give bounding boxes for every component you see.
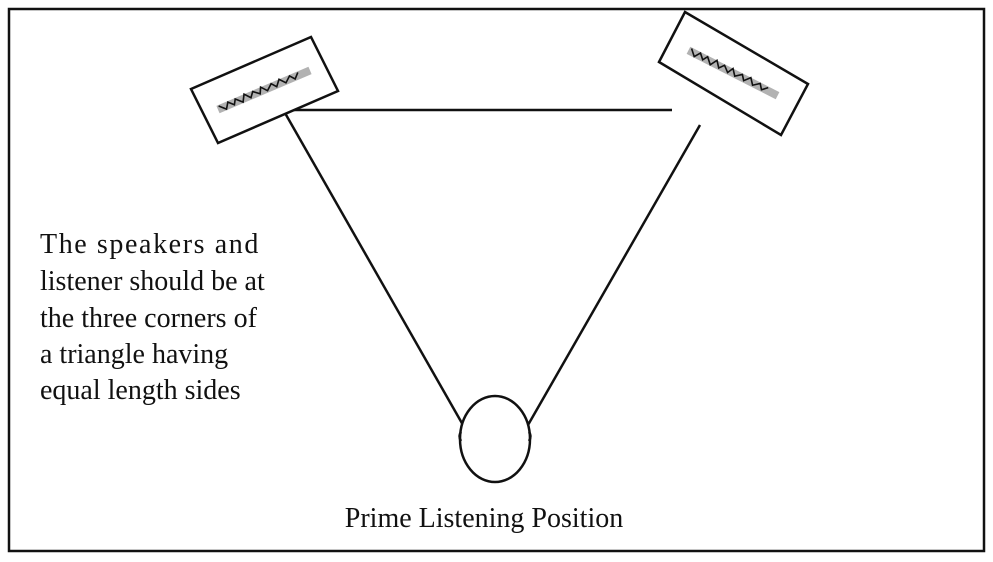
listener-head-icon — [458, 394, 532, 484]
note-line-2: listener should be at — [40, 266, 265, 297]
note-line-5: equal length sides — [40, 375, 241, 406]
right-side-line — [526, 124, 702, 426]
right-speaker-icon — [657, 10, 810, 137]
diagram-frame — [7, 7, 986, 553]
left-speaker-icon — [189, 35, 340, 145]
note-line-4: a triangle having — [40, 339, 228, 370]
left-side-line — [283, 112, 465, 426]
note-line-1: The speakers and — [40, 229, 260, 260]
note-line-3: the three corners of — [40, 303, 258, 334]
placement-note: The speakers and listener should be at t… — [40, 229, 265, 406]
position-label: Prime Listening Position — [345, 503, 623, 534]
